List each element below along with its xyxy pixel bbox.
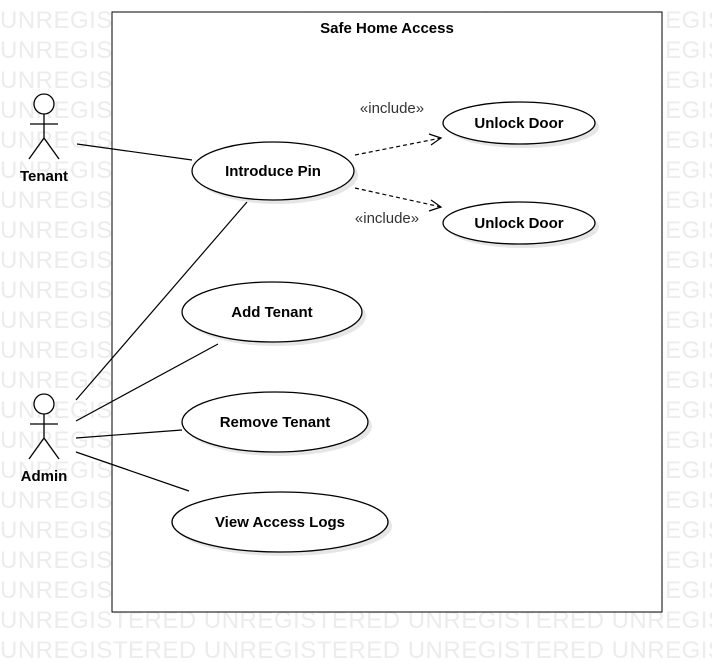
system-title: Safe Home Access xyxy=(320,20,454,37)
use-case-unlock-door-1[interactable]: Unlock Door xyxy=(442,101,599,148)
association-admin-introduce-pin xyxy=(75,201,248,401)
association-admin-remove-tenant xyxy=(75,429,183,439)
use-case-view-access-logs[interactable]: View Access Logs xyxy=(171,491,392,556)
use-case-label: Unlock Door xyxy=(474,115,563,132)
include-dependency-1 xyxy=(354,133,443,156)
actor-tenant[interactable]: Tenant xyxy=(20,93,68,185)
actor-label: Admin xyxy=(21,468,68,485)
association-tenant-introduce-pin xyxy=(76,143,193,161)
use-case-unlock-door-2[interactable]: Unlock Door xyxy=(442,201,599,248)
use-case-label: Add Tenant xyxy=(231,304,312,321)
association-admin-add-tenant xyxy=(75,343,219,422)
include-label-1: «include» xyxy=(360,100,424,117)
actor-admin[interactable]: Admin xyxy=(21,393,68,485)
use-case-add-tenant[interactable]: Add Tenant xyxy=(181,281,366,346)
stick-figure-icon xyxy=(28,393,60,460)
include-dependency-2 xyxy=(354,187,443,212)
watermark-text: UNREGISTERED UNREGISTERED UNREGISTERED U… xyxy=(0,637,712,662)
use-case-introduce-pin[interactable]: Introduce Pin xyxy=(191,141,358,204)
stick-figure-icon xyxy=(28,93,60,160)
actor-label: Tenant xyxy=(20,168,68,185)
use-case-label: Introduce Pin xyxy=(225,163,321,180)
use-case-label: View Access Logs xyxy=(215,514,345,531)
use-case-label: Remove Tenant xyxy=(220,414,331,431)
use-case-label: Unlock Door xyxy=(474,215,563,232)
use-case-remove-tenant[interactable]: Remove Tenant xyxy=(181,391,372,456)
include-label-2: «include» xyxy=(355,210,419,227)
association-admin-view-access-logs xyxy=(75,451,190,492)
